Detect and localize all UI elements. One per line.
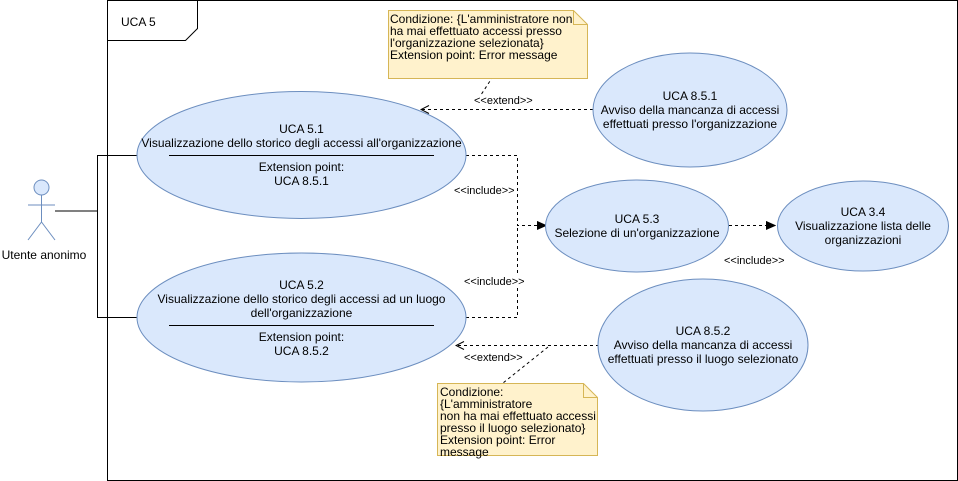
usecase-uca-8-5-1-shape[interactable] [592, 52, 788, 168]
note-top-fold [573, 10, 588, 25]
include-label-5-2: <<include>> [463, 276, 526, 288]
usecase-uca-5-2-shape[interactable] [136, 252, 467, 383]
usecase-uca-8-5-2-shape[interactable] [597, 278, 809, 412]
frame-title-tab [107, 0, 198, 41]
association-actor-uca-5-1 [55, 155, 138, 212]
include-edge-5-1-to-5-3 [466, 155, 546, 226]
include-label-3-4: <<include>> [723, 255, 786, 267]
include-edge-5-2-to-5-3 [466, 225, 518, 318]
actor-figure [27, 179, 56, 241]
usecase-uca-5-3-shape[interactable] [545, 179, 729, 273]
note-connector-top [474, 77, 493, 105]
association-actor-uca-5-2 [55, 210, 138, 318]
note-connector-bottom [502, 346, 549, 384]
frame-title: UCA 5 [121, 15, 156, 29]
usecase-uca-3-4-shape[interactable] [777, 180, 949, 272]
note-bottom-shape [437, 383, 598, 456]
usecase-uca-5-1-shape[interactable] [136, 91, 467, 219]
extend-label-bottom: <<extend>> [463, 352, 524, 364]
extend-label-top: <<extend>> [473, 95, 534, 107]
include-label-5-1: <<include>> [453, 185, 516, 197]
note-top-shape [388, 10, 588, 79]
note-bottom-fold [583, 383, 598, 398]
actor-name: Utente anonimo [1, 248, 87, 262]
